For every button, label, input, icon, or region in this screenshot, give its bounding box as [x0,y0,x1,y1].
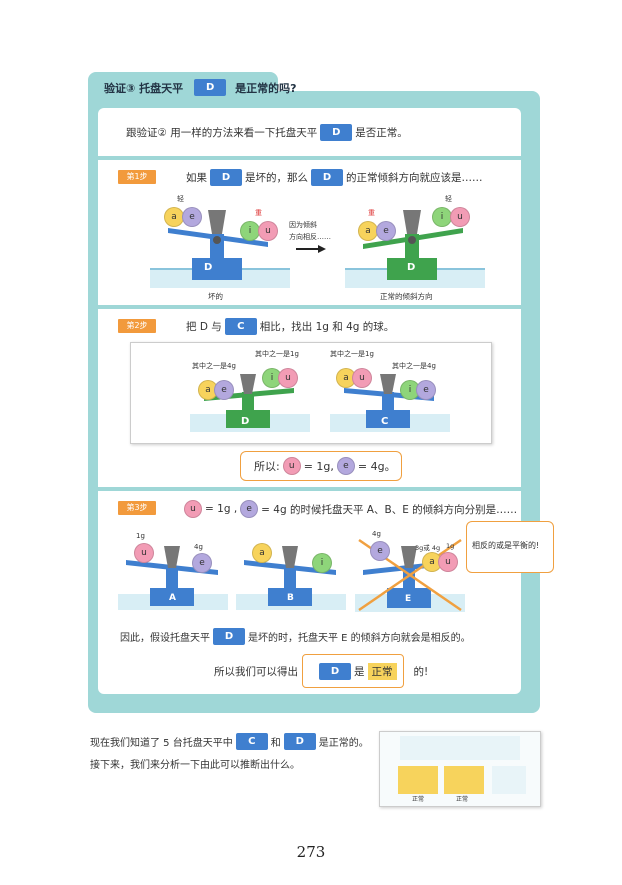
arrow-right-icon [296,245,326,253]
step2-result-box [240,451,402,481]
step1-tag: 第1步 [118,170,156,184]
header-letter: D [194,79,227,96]
thumbnail-image: 正常 正常 [379,731,541,807]
step3-speech-bubble [466,521,554,573]
page-number: 273 [296,843,326,861]
step3-scale-a [118,546,228,610]
step1-normal-scale [345,210,485,288]
ball-u: u [258,221,278,241]
intro-panel [98,108,521,156]
intro-letter: D [320,124,353,141]
footer-line-1: 现在我们知道了 5 台托盘天平中 C 和 D 是正常的。 [90,733,369,750]
step3-final: 所以我们可以得出 D 是 正常 的! [214,663,428,680]
step1-broken-scale [150,210,290,288]
step1-right-caption: 正常的倾斜方向 [380,292,433,301]
step2-line: 把 D 与 C 相比，找出 1g 和 4g 的球。 [186,318,394,335]
step3-conclusion: 因此，假设托盘天平 D 是坏的时，托盘天平 E 的倾斜方向就会是相反的。 [120,628,471,645]
step3-tag: 第3步 [118,501,156,515]
intro-line: 跟验证② 用一样的方法来看一下托盘天平 D 是否正常。 [126,124,408,141]
step3-line: u = 1g , e = 4g 的时候托盘天平 A、B、E 的倾斜方向分别是…… [184,500,517,518]
header-title: 验证③ 托盘天平 D 是正常的吗? [104,79,297,96]
step1-left-caption: 坏的 [208,292,223,301]
step3-scale-b [236,546,346,610]
step2-tag: 第2步 [118,319,156,333]
ball-e: e [182,207,202,227]
step2-result: 所以: u = 1g, e = 4g。 [254,457,396,475]
step2-scale-c [330,374,450,432]
ball-a: a [164,207,184,227]
footer-line-2: 接下来，我们来分析一下由此可以推断出什么。 [90,760,300,771]
ball-i: i [240,221,260,241]
step1-line: 如果 D 是坏的，那么 D 的正常倾斜方向就应该是…… [186,169,483,186]
